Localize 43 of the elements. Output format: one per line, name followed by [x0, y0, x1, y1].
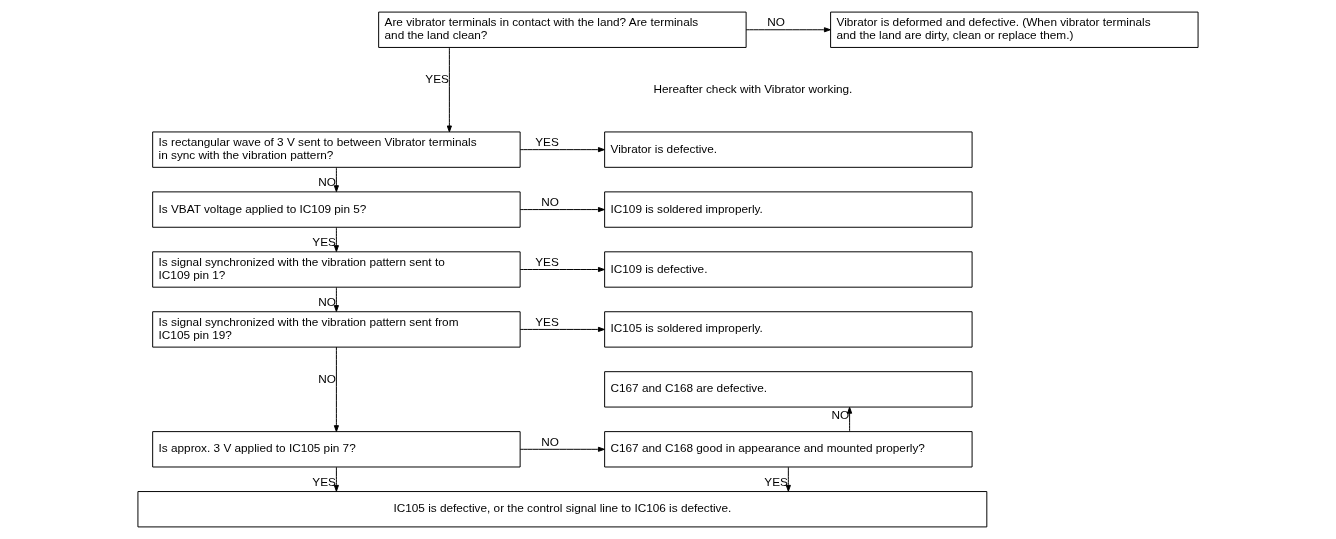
edge-label: YES	[425, 72, 449, 86]
arrow	[519, 446, 605, 452]
arrow	[519, 147, 605, 153]
edge-label: NO	[831, 407, 850, 421]
edge-label: NO	[541, 195, 559, 209]
node-box: IC105 is soldered improperly.	[604, 311, 973, 348]
arrow	[519, 207, 605, 213]
node-box: Vibrator is deformed and defective. (When vibrator terminals and the land are dirty, clean or replace them.)	[830, 11, 1199, 48]
node-box: Is VBAT voltage applied to IC109 pin 5?	[152, 191, 521, 228]
node-box: C167 and C168 good in appearance and mounted properly?	[604, 431, 973, 468]
arrow	[446, 46, 452, 133]
edge-label: YES	[764, 474, 788, 488]
arrow	[519, 326, 605, 332]
node-box: IC109 is defective.	[604, 251, 973, 288]
edge-label: NO	[767, 15, 785, 29]
edge-label: YES	[535, 315, 559, 329]
edge-label: YES	[535, 135, 559, 149]
node-box: IC109 is soldered improperly.	[604, 191, 973, 228]
edge-label: NO	[318, 294, 336, 308]
arrow	[745, 27, 831, 33]
edge-label: NO	[318, 372, 336, 386]
node-box: Vibrator is defective.	[604, 131, 973, 168]
arrow	[519, 266, 605, 273]
arrow	[333, 466, 339, 492]
edge-label: NO	[318, 175, 336, 189]
edge-label: NO	[541, 434, 559, 448]
edge-label: YES	[535, 255, 559, 269]
node-box: Is rectangular wave of 3 V sent to between Vibrator terminals in sync with the vibration pattern?	[152, 131, 521, 168]
arrow	[785, 466, 791, 492]
arrow	[333, 287, 339, 312]
node-box: Are vibrator terminals in contact with the land? Are terminals and the land clean?	[378, 11, 747, 48]
node-box: Is signal synchronized with the vibration pattern sent to IC109 pin 1?	[152, 251, 521, 288]
node-box: Is approx. 3 V applied to IC105 pin 7?	[152, 431, 521, 468]
edge-label: YES	[312, 474, 336, 488]
arrow	[333, 167, 339, 193]
node-box: IC105 is defective, or the control signal line to IC106 is defective.	[137, 491, 988, 528]
arrow	[333, 227, 339, 252]
arrow	[847, 406, 853, 432]
node-box: Is signal synchronized with the vibration pattern sent from IC105 pin 19?	[152, 311, 521, 348]
label: Hereafter check with Vibrator working.	[653, 81, 853, 95]
arrow	[333, 346, 339, 433]
node-box: C167 and C168 are defective.	[604, 371, 973, 408]
edge-label: YES	[312, 235, 336, 249]
